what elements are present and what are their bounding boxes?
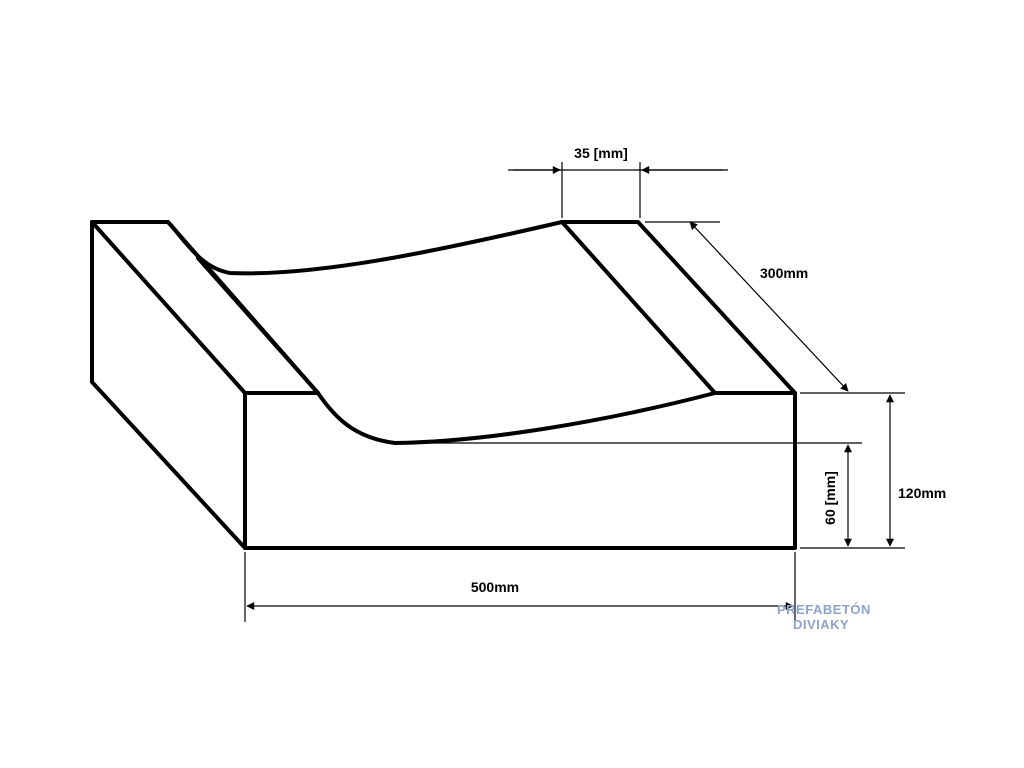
- block-outline: [90, 220, 797, 550]
- front-face: [243, 391, 797, 550]
- length-label: 500mm: [471, 579, 519, 595]
- watermark-logo: PREFABETÓN DIVIAKY: [777, 602, 871, 632]
- watermark-line2: DIVIAKY: [793, 617, 849, 632]
- dimension-depth: 300mm: [645, 221, 905, 394]
- channel-depth-label: 60 [mm]: [822, 471, 838, 525]
- depth-label: 300mm: [760, 265, 808, 281]
- top-left-rim: [90, 220, 320, 395]
- dimension-rim-width: 35 [mm]: [508, 145, 728, 218]
- dimension-channel-depth: 60 [mm]: [400, 442, 862, 547]
- dimension-total-height: 120mm: [800, 394, 946, 549]
- total-height-label: 120mm: [898, 485, 946, 501]
- back-channel-profile: [166, 220, 797, 395]
- watermark-line1: PREFABETÓN: [777, 602, 871, 617]
- channel-left-edge: [196, 256, 320, 395]
- dimension-length: 500mm: [244, 552, 796, 622]
- channel-right-edge: [560, 220, 717, 395]
- left-side-face: [90, 220, 247, 550]
- rim-width-label: 35 [mm]: [574, 145, 628, 161]
